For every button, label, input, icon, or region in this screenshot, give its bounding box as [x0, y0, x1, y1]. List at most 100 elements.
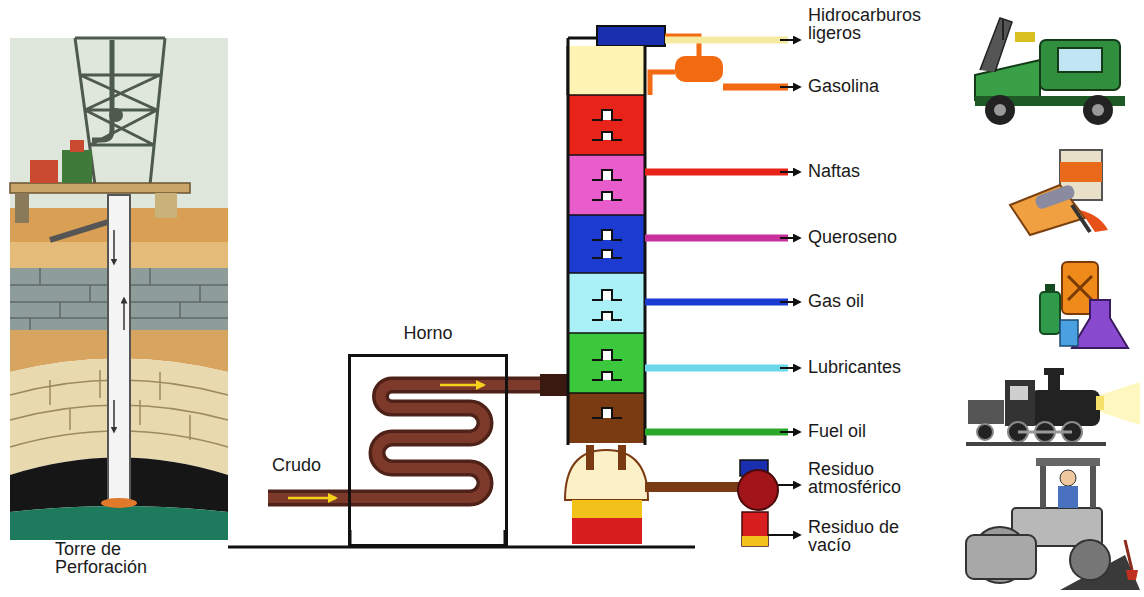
drilling-rig-part [108, 195, 130, 505]
distillation-column-part [572, 500, 642, 518]
drilling-rig-part [10, 183, 190, 193]
train-icon-part [1044, 368, 1064, 375]
furnace-coil-part [268, 385, 560, 498]
product-label: Queroseno [808, 228, 897, 246]
product-lines-part [723, 84, 788, 91]
product-lines-part [645, 169, 788, 176]
product-lines-part [780, 301, 800, 303]
road-roller-icon-part [1070, 540, 1110, 580]
paint-icon-part [1034, 184, 1076, 211]
product-label: Gasolina [808, 77, 879, 95]
chemicals-icon-part [1060, 320, 1078, 346]
drilling-rig-part [113, 400, 115, 430]
furnace-heading: Horno [348, 324, 508, 344]
truck-icon-part [1083, 95, 1113, 125]
distillation-column-part [568, 46, 645, 96]
drilling-rig-part [109, 108, 123, 122]
product-lines-part [780, 171, 800, 173]
product-lines-part [645, 429, 788, 436]
drilling-rig-part [113, 230, 115, 262]
truck-icon-part [1092, 104, 1104, 116]
input-label: Crudo [272, 456, 321, 474]
product-lines-part [645, 299, 788, 306]
furnace-frame [348, 354, 508, 547]
truck-icon-part [1040, 40, 1120, 90]
drilling-rig-part [101, 498, 137, 508]
vacuum-unit-part [768, 534, 800, 536]
rig-label: Torre de Perforación [55, 540, 173, 576]
truck-icon-part [1058, 48, 1102, 72]
product-lines-part [780, 39, 800, 41]
train-icon-part [1010, 386, 1028, 400]
drilling-rig-part [155, 193, 177, 218]
distillation-column-part [568, 273, 645, 333]
distillation-column-part [597, 26, 665, 46]
train-icon-part [1018, 431, 1072, 434]
product-lines-part [645, 365, 788, 372]
truck-icon-part [994, 104, 1006, 116]
train-icon-part [1005, 380, 1035, 426]
truck-icon-part [1015, 32, 1035, 42]
distillation-column-part [572, 518, 642, 544]
product-lines-part [780, 367, 800, 369]
furnace-coil-part [288, 497, 336, 500]
train-icon-part [1100, 382, 1140, 425]
drilling-rig-part [10, 38, 228, 213]
vacuum-unit-part [778, 484, 800, 486]
road-roller-icon [966, 458, 1140, 590]
distillation-column-part [568, 155, 645, 215]
vacuum-unit-part [645, 482, 740, 492]
product-lines-part [780, 431, 800, 433]
product-label: Gas oil [808, 292, 864, 310]
chemicals-icon [1040, 262, 1128, 348]
product-lines-part [780, 237, 800, 239]
distillation-column-part [568, 215, 645, 273]
train-icon-part [968, 400, 1004, 424]
product-lines-part [645, 235, 788, 242]
chemicals-icon-part [1045, 284, 1055, 293]
product-label: Naftas [808, 162, 860, 180]
train-icon-part [1048, 374, 1060, 392]
train-icon-part [1030, 390, 1100, 426]
paint-icon-part [1080, 210, 1108, 232]
road-roller-icon-part [1125, 540, 1132, 570]
road-roller-icon-part [966, 535, 1036, 579]
drilling-rig-part [30, 160, 58, 183]
chemicals-icon-part [1068, 276, 1092, 300]
vacuum-unit-part [738, 470, 778, 510]
road-roller-icon-part [1058, 486, 1078, 508]
distillation-column [565, 26, 723, 544]
train-icon [966, 368, 1140, 446]
train-icon-part [1096, 396, 1104, 410]
product-label: Fuel oil [808, 422, 866, 440]
truck-icon-part [1002, 20, 1004, 40]
truck-icon-part [985, 95, 1015, 125]
drilling-rig-part [92, 40, 112, 140]
distillation-column-part [675, 56, 723, 82]
product-lines-part [780, 86, 800, 88]
furnace-coil-part [268, 385, 560, 498]
truck-icon-part [980, 18, 1012, 72]
chemicals-icon-part [1040, 292, 1060, 334]
road-roller-icon-part [1126, 570, 1138, 580]
drilling-rig [10, 38, 228, 540]
distillation-column-part [568, 95, 645, 155]
drilling-rig-part [50, 222, 108, 240]
furnace-box: Horno [348, 324, 508, 547]
drilling-rig-part [70, 140, 84, 152]
product-lines [645, 40, 800, 432]
vacuum-unit [645, 460, 800, 546]
vacuum-unit-part [742, 536, 768, 546]
drilling-rig-part [123, 300, 125, 330]
train-icon-part [977, 424, 993, 440]
distillation-column-part [592, 110, 622, 418]
paint-icon [1010, 150, 1108, 235]
product-label: Residuo de vacío [808, 518, 926, 554]
product-label: Residuo atmosférico [808, 460, 926, 496]
drilling-rig-part [15, 193, 29, 223]
road-roller-icon-part [1060, 470, 1076, 486]
product-lines-part [665, 37, 788, 44]
